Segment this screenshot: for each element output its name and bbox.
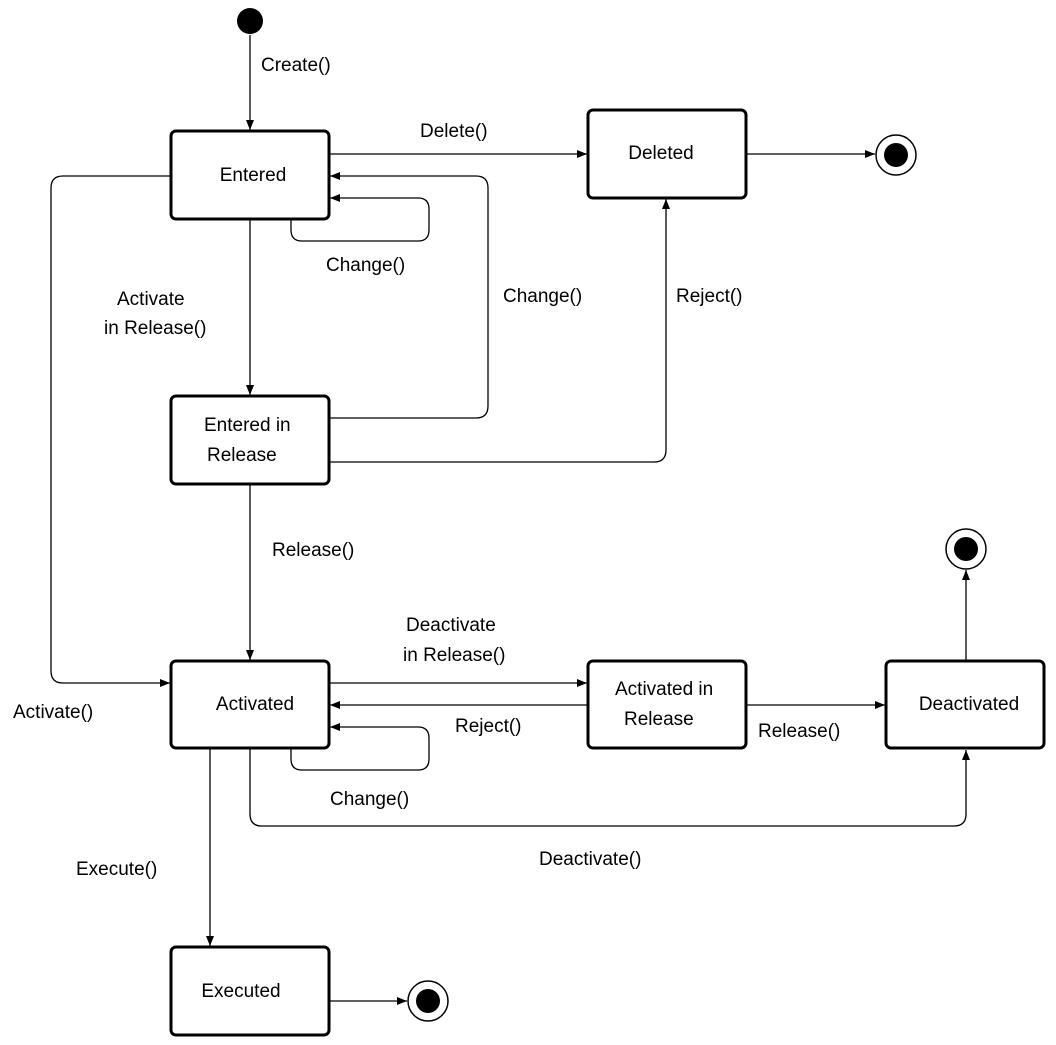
edge-change-self-activated xyxy=(290,723,430,771)
label-reject-to-activated: Reject() xyxy=(455,716,522,737)
state-entered-label: Entered xyxy=(220,165,287,186)
state-deleted: Deleted xyxy=(586,108,748,200)
final-state-deactivated xyxy=(945,528,987,570)
label-deactivate: Deactivate() xyxy=(539,849,641,870)
state-activated-in-release-label-line2: Release xyxy=(624,709,694,730)
state-entered-in-release-label-line1: Entered in xyxy=(204,415,291,436)
state-activated: Activated xyxy=(169,659,331,750)
edge-change-self-entered xyxy=(290,194,430,242)
label-change-from-entered-in-release: Change() xyxy=(503,286,582,307)
label-activate-in-release-line1: Activate xyxy=(117,289,185,310)
label-deactivate-in-release-line1: Deactivate xyxy=(406,615,496,636)
state-deactivated: Deactivated xyxy=(884,659,1046,750)
label-change-self-entered: Change() xyxy=(326,255,405,276)
state-activated-label: Activated xyxy=(216,694,294,715)
edge-reject-to-deleted xyxy=(330,199,670,463)
initial-state xyxy=(237,8,263,34)
label-change-self-activated: Change() xyxy=(330,789,409,810)
state-activated-in-release-label-line1: Activated in xyxy=(615,679,713,700)
final-state-executed xyxy=(407,980,449,1022)
label-reject-to-deleted: Reject() xyxy=(676,286,743,307)
label-delete: Delete() xyxy=(420,121,488,142)
label-activate: Activate() xyxy=(13,702,93,723)
label-create: Create() xyxy=(261,55,331,76)
state-activated-in-release: Activated in Release xyxy=(586,659,748,750)
state-deactivated-label: Deactivated xyxy=(919,694,1019,715)
state-entered-in-release: Entered in Release xyxy=(169,394,331,486)
edge-deactivate xyxy=(249,749,970,827)
label-release-to-activated: Release() xyxy=(272,540,354,561)
edge-activate xyxy=(50,175,170,687)
label-activate-in-release-line2: in Release() xyxy=(104,318,206,339)
label-release-to-deactivated: Release() xyxy=(758,721,840,742)
state-entered-in-release-label-line2: Release xyxy=(207,445,277,466)
state-entered: Entered xyxy=(169,129,331,221)
state-deleted-label: Deleted xyxy=(628,143,694,164)
state-executed-label: Executed xyxy=(201,981,280,1002)
label-deactivate-in-release-line2: in Release() xyxy=(403,645,505,666)
edge-change-to-entered xyxy=(330,172,489,419)
final-state-deleted xyxy=(875,134,917,176)
label-execute: Execute() xyxy=(76,859,157,880)
state-executed: Executed xyxy=(169,945,331,1037)
